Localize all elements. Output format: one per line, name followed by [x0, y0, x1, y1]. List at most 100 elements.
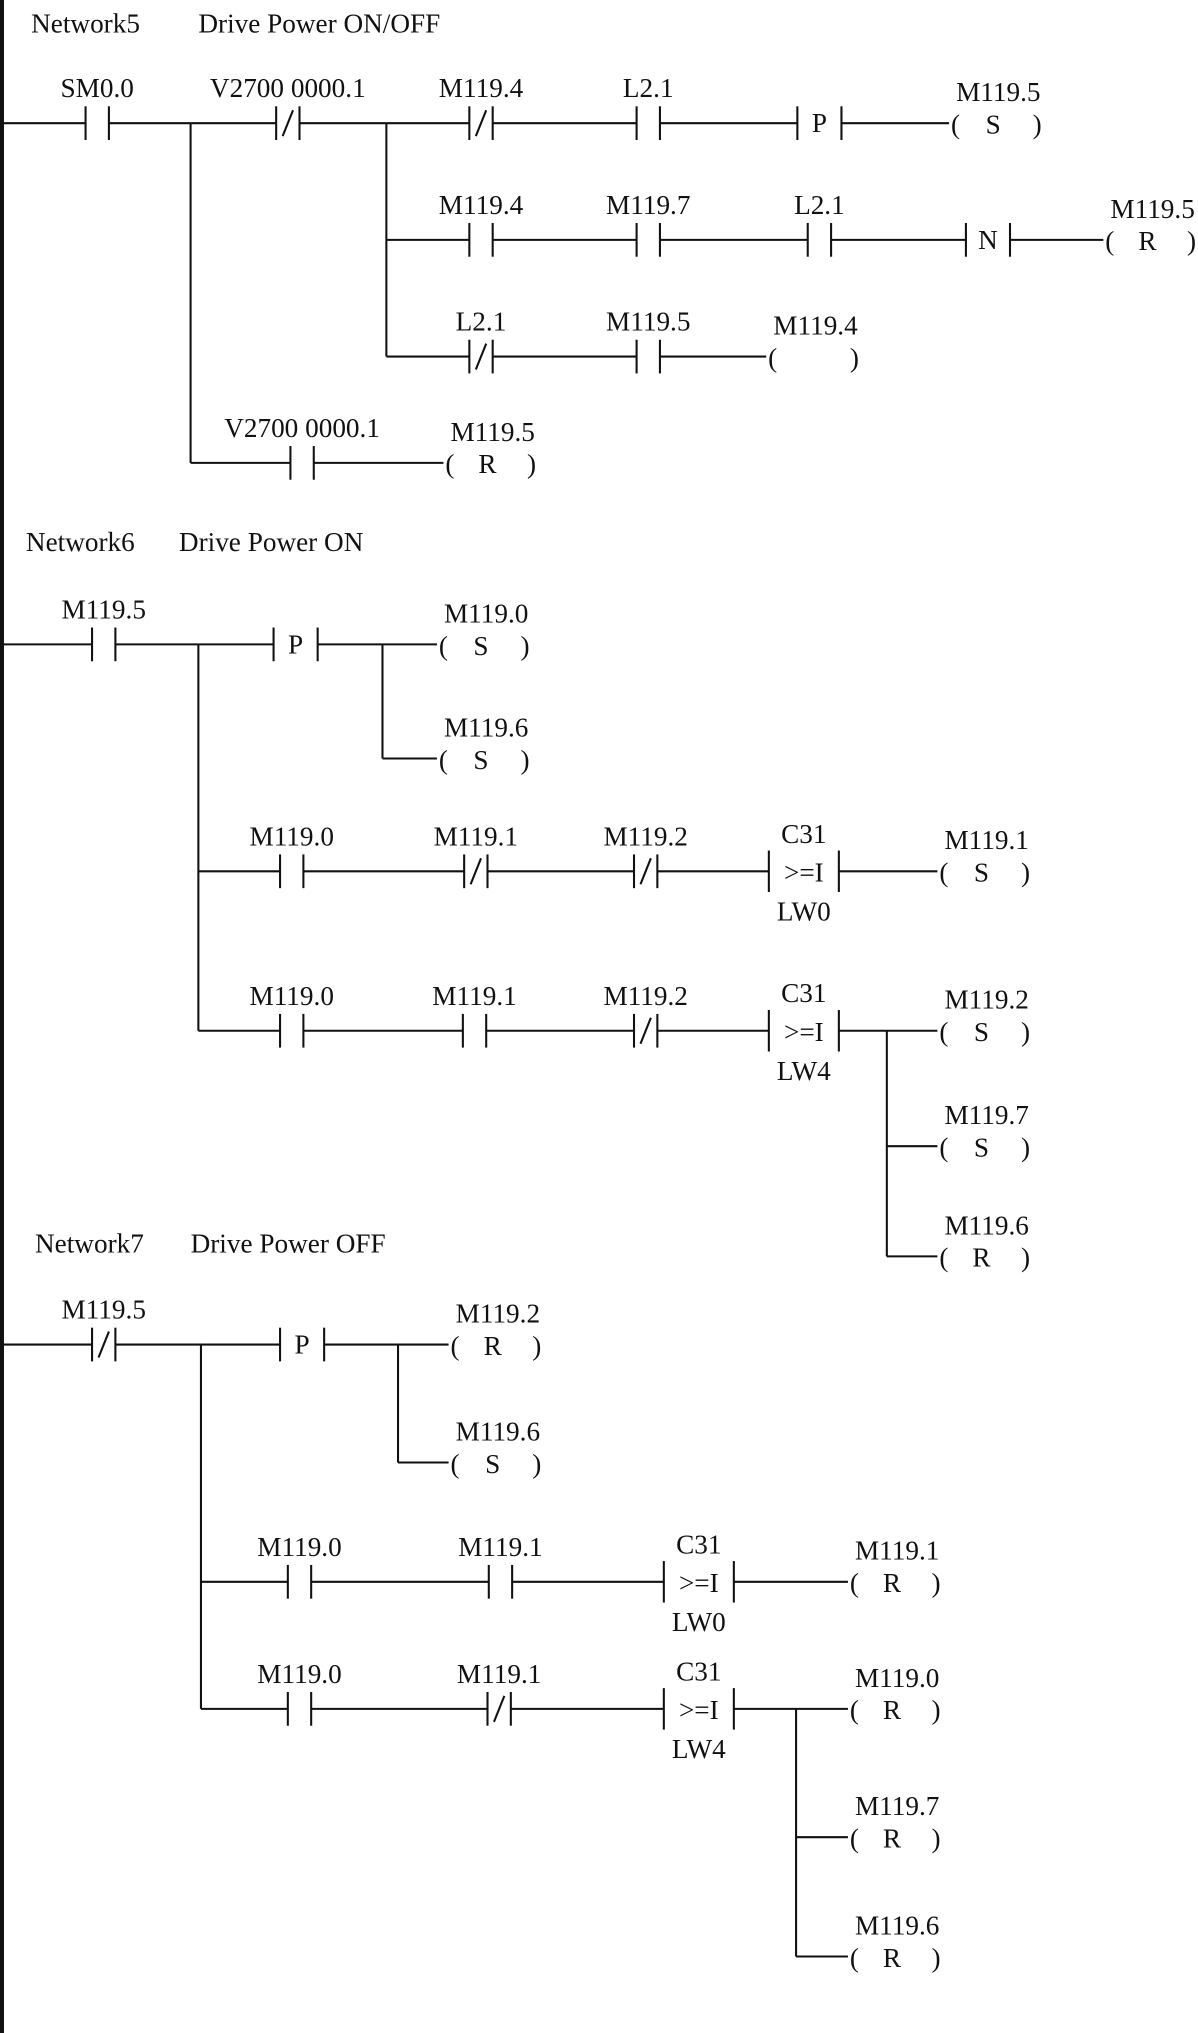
edge-symbol: P [812, 108, 827, 138]
no-contact[interactable]: M119.0 [257, 1659, 342, 1726]
nc-slash-icon [493, 1695, 506, 1723]
contact-label: M119.4 [439, 73, 524, 103]
coil-label: M119.2 [944, 985, 1028, 1015]
no-contact[interactable]: SM0.0 [61, 73, 134, 141]
no-contact[interactable]: M119.0 [250, 821, 334, 889]
nc-contact[interactable]: M119.5 [62, 1295, 146, 1362]
compare-operator: >=I [784, 858, 824, 888]
output-coil[interactable]: ()M119.4 [768, 311, 859, 373]
nc-contact[interactable]: M119.2 [603, 981, 688, 1048]
nc-slash-icon [281, 109, 294, 137]
network5-rungs [2, 122, 1104, 464]
no-contact[interactable]: M119.1 [432, 981, 517, 1048]
coil-label: M119.4 [773, 311, 858, 341]
contact-label: M119.5 [606, 307, 690, 337]
contact-label: M119.1 [458, 1532, 542, 1562]
coil-paren-right: ) [932, 1568, 941, 1598]
nc-contact[interactable]: M119.1 [457, 1659, 541, 1726]
no-contact[interactable]: M119.0 [250, 981, 334, 1048]
nc-contact[interactable]: M119.2 [603, 821, 688, 889]
coil-paren-left: ( [850, 1568, 859, 1598]
contact-label: M119.7 [606, 190, 690, 220]
coil-label: M119.6 [456, 1416, 540, 1446]
coil-paren-left: ( [768, 343, 777, 373]
coil-label: M119.5 [956, 77, 1040, 107]
contact-label: M119.2 [603, 821, 687, 851]
coil-paren-right: ) [521, 631, 530, 661]
edge-symbol: P [288, 629, 303, 659]
no-contact[interactable]: M119.5 [606, 307, 690, 374]
coil-symbol: R [883, 1943, 902, 1973]
positive-edge[interactable]: P [279, 1327, 326, 1362]
no-contact[interactable]: V2700 0000.1 [224, 413, 380, 480]
coil-paren-right: ) [1187, 226, 1196, 256]
edge-symbol: P [295, 1330, 310, 1360]
no-contact[interactable]: M119.7 [606, 190, 690, 257]
no-contact[interactable]: M119.5 [62, 594, 146, 662]
coil-symbol: S [974, 858, 989, 888]
compare-input2: LW4 [672, 1734, 726, 1764]
coil-paren-right: ) [527, 449, 536, 479]
no-contact[interactable]: L2.1 [794, 190, 845, 257]
nc-contact[interactable]: M119.1 [434, 821, 518, 889]
coil-label: M119.5 [450, 417, 534, 447]
coil-paren-right: ) [1021, 858, 1030, 888]
coil-label: M119.1 [855, 1536, 939, 1566]
nc-contact[interactable]: V2700 0000.1 [210, 73, 366, 141]
nc-contact[interactable]: M119.4 [439, 73, 524, 141]
contact-label: M119.1 [457, 1659, 541, 1689]
network-title: Drive Power ON/OFF [198, 8, 440, 38]
positive-edge[interactable]: P [796, 106, 843, 141]
compare-input1: C31 [781, 819, 826, 849]
no-contact[interactable]: M119.1 [458, 1532, 543, 1599]
nc-slash-icon [474, 109, 488, 137]
coil-symbol: R [883, 1824, 902, 1854]
coil-label: M119.0 [444, 598, 528, 628]
edge-symbol: N [978, 225, 998, 255]
negative-edge[interactable]: N [964, 223, 1012, 257]
coil-paren-right: ) [932, 1943, 941, 1973]
network7-rungs [2, 1343, 848, 1958]
coil-paren-right: ) [850, 343, 859, 373]
coil-paren-left: ( [850, 1824, 859, 1854]
no-contact[interactable]: L2.1 [623, 73, 674, 141]
contact-label: M119.0 [257, 1532, 341, 1562]
contact-label: L2.1 [456, 307, 507, 337]
compare-input2: LW0 [672, 1607, 726, 1637]
coil-paren-left: ( [939, 1017, 948, 1047]
no-contact[interactable]: M119.4 [439, 190, 524, 257]
coil-symbol: R [883, 1568, 902, 1598]
compare-input1: C31 [781, 978, 826, 1008]
compare-operator: >=I [679, 1695, 719, 1725]
coil-label: M119.6 [944, 1210, 1028, 1240]
contact-label: M119.1 [434, 821, 518, 851]
contact-label: L2.1 [794, 190, 845, 220]
positive-edge[interactable]: P [272, 627, 319, 662]
coil-paren-right: ) [932, 1695, 941, 1725]
nc-contact[interactable]: L2.1 [456, 307, 507, 374]
coil-symbol: S [485, 1449, 500, 1479]
no-contact[interactable]: M119.0 [257, 1532, 342, 1599]
